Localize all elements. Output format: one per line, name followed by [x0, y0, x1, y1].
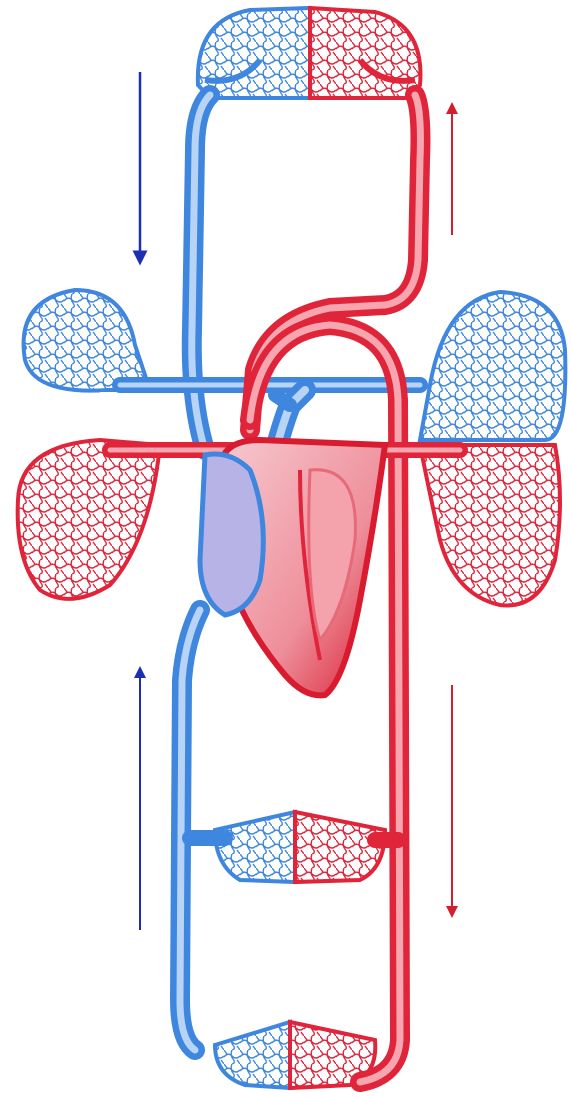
head-capillary-bed: [198, 8, 421, 98]
right-atrium: [200, 454, 263, 615]
trunk-capillary-bed: [215, 812, 385, 882]
heart: [200, 440, 385, 695]
